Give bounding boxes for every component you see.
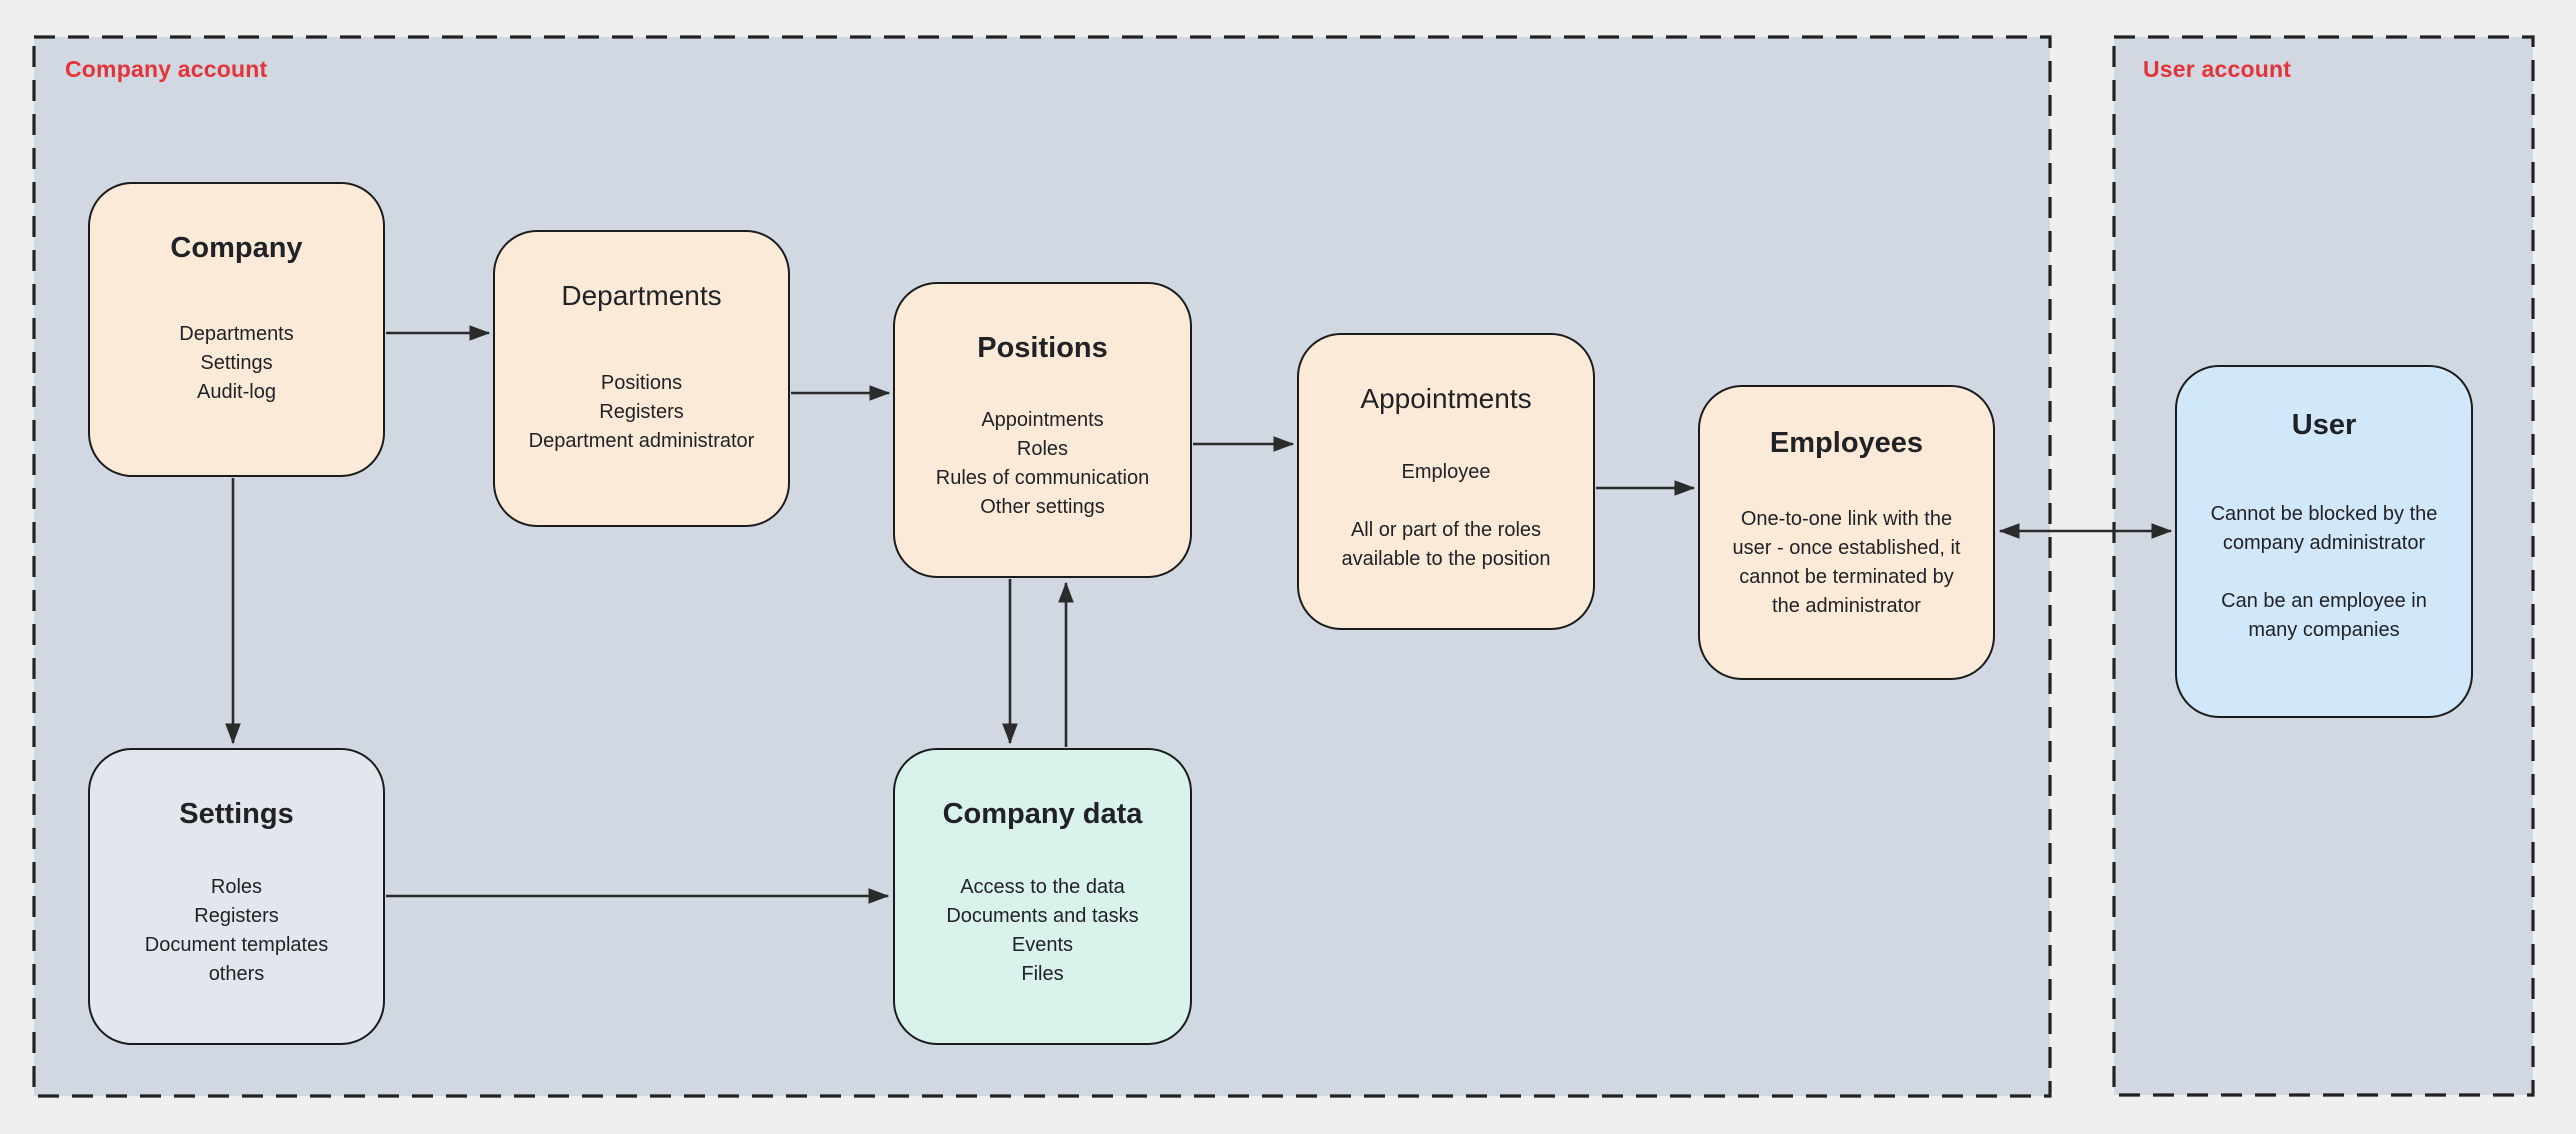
node-departments-title: Departments — [561, 280, 722, 311]
node-positions: Positions Appointments Roles Rules of co… — [893, 282, 1192, 578]
node-employees-title: Employees — [1769, 427, 1924, 459]
node-company-body: Departments Settings Audit-log — [179, 323, 294, 403]
node-user-body: Cannot be blocked by the company adminis… — [2210, 503, 2438, 641]
node-settings-title: Settings — [179, 798, 294, 830]
node-company-data: Company data Access to the data Document… — [893, 748, 1192, 1045]
node-company-title: Company — [170, 232, 303, 264]
node-appointments: Appointments Employee All or part of the… — [1297, 333, 1595, 630]
node-employees-body: One-to-one link with the user - once est… — [1732, 507, 1961, 617]
node-user-title: User — [2291, 409, 2357, 441]
node-appointments-body: Employee All or part of the roles availa… — [1341, 460, 1551, 570]
node-company: Company Departments Settings Audit-log — [88, 182, 385, 477]
node-positions-title: Positions — [977, 332, 1108, 364]
node-employees: Employees One-to-one link with the user … — [1698, 385, 1995, 680]
node-appointments-title: Appointments — [1360, 383, 1532, 414]
node-company-data-title: Company data — [942, 798, 1143, 830]
user-account-label: User account — [2143, 56, 2292, 82]
node-company-data-body: Access to the data Documents and tasks E… — [946, 875, 1139, 985]
node-settings: Settings Roles Registers Document templa… — [88, 748, 385, 1045]
node-positions-body: Appointments Roles Rules of communicatio… — [935, 409, 1150, 518]
node-departments-body: Positions Registers Department administr… — [528, 372, 755, 452]
node-user: User Cannot be blocked by the company ad… — [2175, 365, 2473, 718]
node-settings-body: Roles Registers Document templates other… — [144, 875, 329, 985]
node-departments: Departments Positions Registers Departme… — [493, 230, 790, 527]
company-account-label: Company account — [65, 56, 268, 82]
